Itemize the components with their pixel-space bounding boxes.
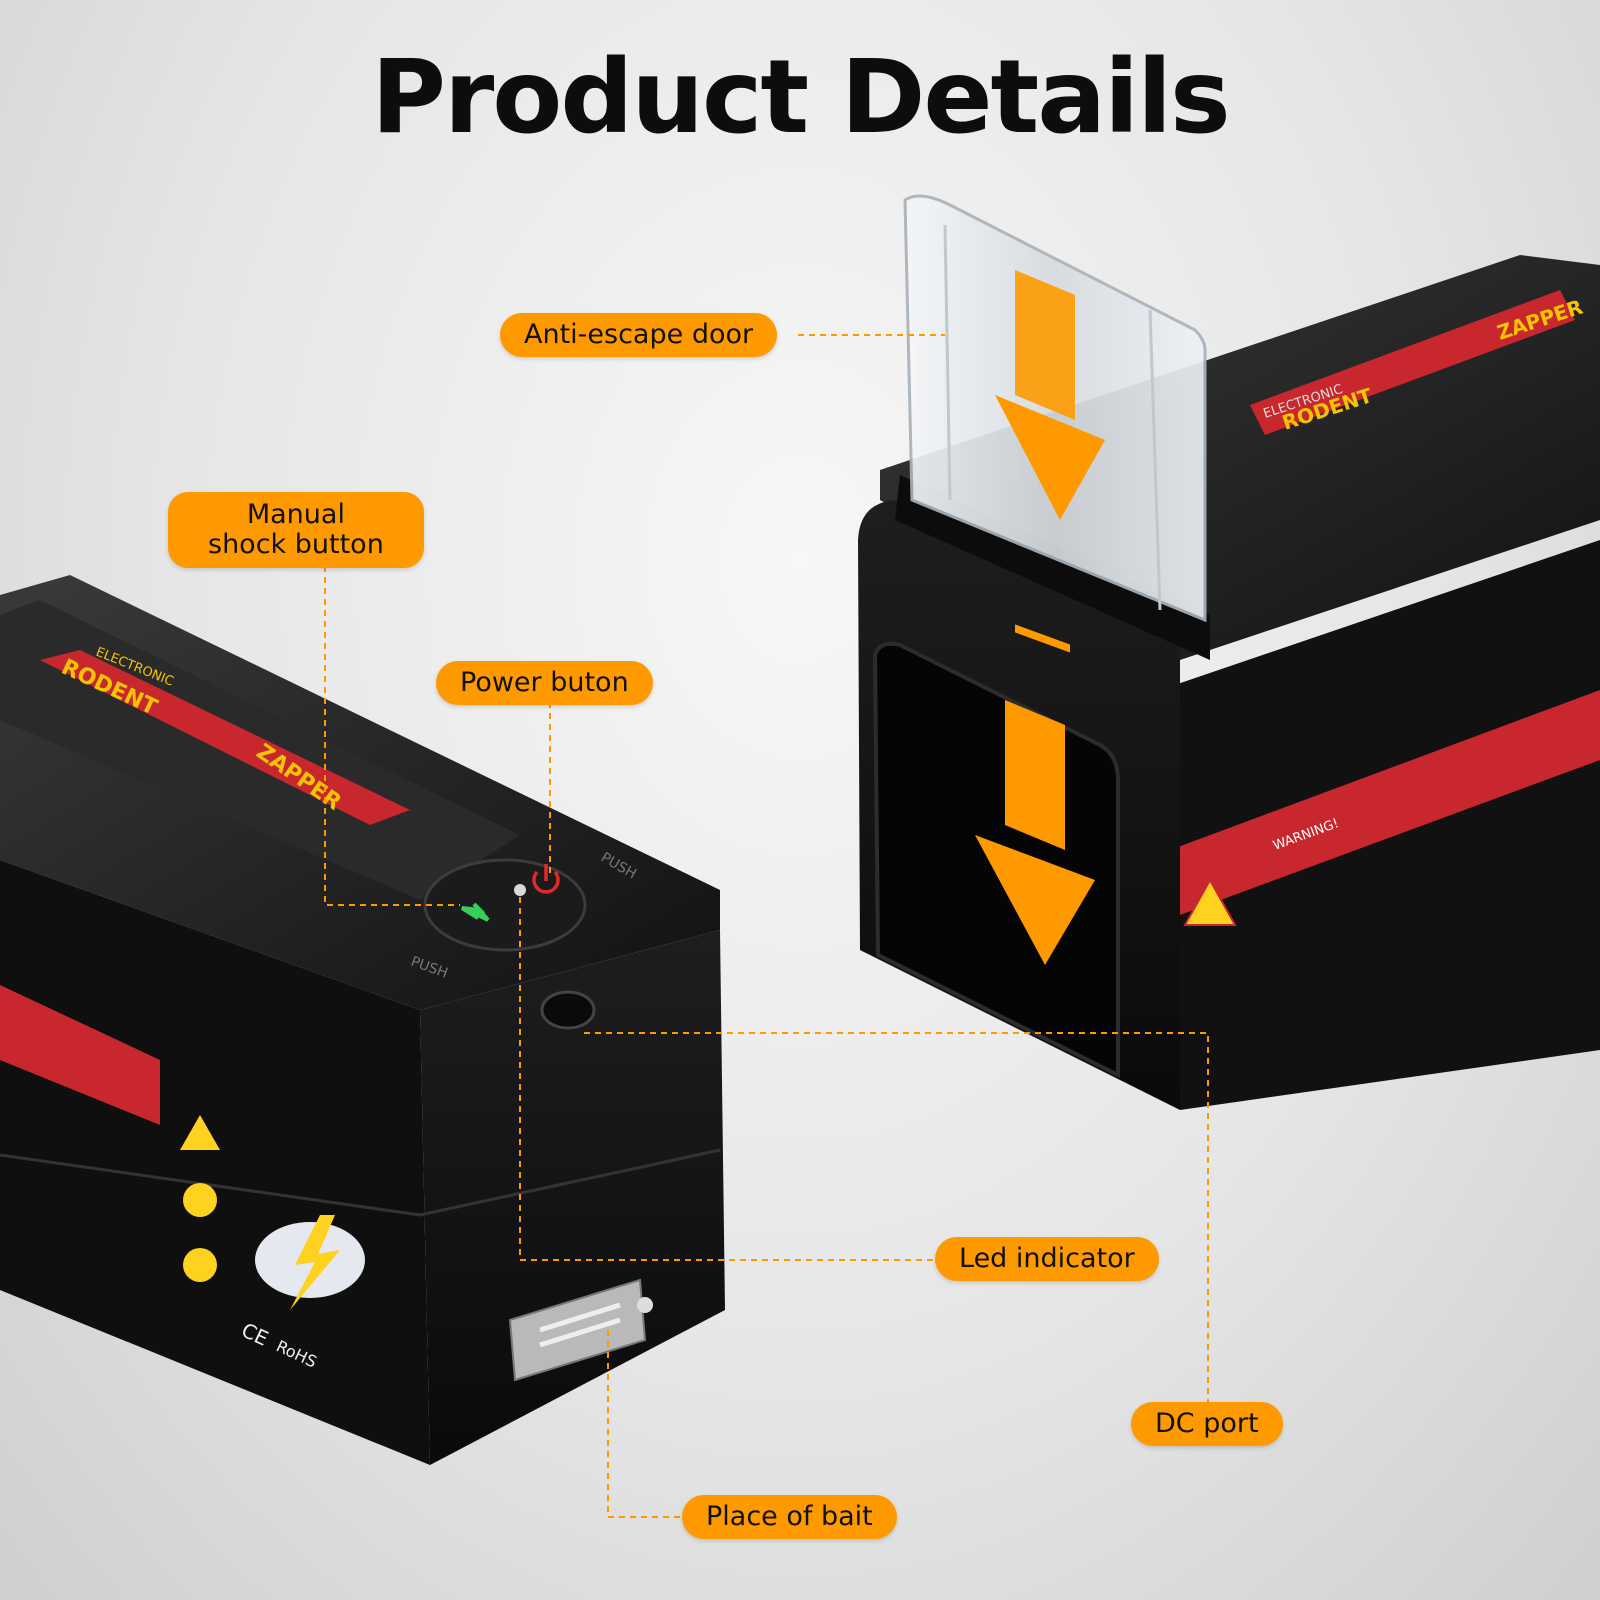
leader-led-indicator — [519, 893, 933, 1261]
keep-away-children-icon — [183, 1183, 217, 1217]
left-device: ELECTRONIC RODENT ZAPPER PUSH PUSH CE Ro… — [0, 575, 725, 1465]
door-down-arrow — [995, 270, 1105, 653]
dc-port-socket — [540, 990, 596, 1030]
callout-led-indicator: Led indicator — [935, 1237, 1159, 1281]
manual-shock-icon — [460, 902, 490, 922]
callout-manual-shock-line1: Manual — [246, 499, 345, 530]
keep-away-pets-icon — [183, 1248, 217, 1282]
leader-dc-port — [580, 1032, 1209, 1405]
entrance-down-arrow — [975, 700, 1095, 965]
led-indicator-light — [514, 884, 526, 896]
leader-lines — [324, 334, 1209, 1518]
rodent-zapper-label-top — [1250, 290, 1575, 435]
button-panel — [423, 858, 587, 952]
warning-triangle-icon — [1183, 877, 1237, 926]
bait-tray — [508, 1278, 653, 1382]
leader-place-of-bait — [607, 1330, 680, 1518]
rodent-zapper-label — [40, 650, 410, 825]
callout-manual-shock-button: Manual shock button — [168, 492, 424, 568]
leader-manual-shock — [324, 566, 460, 906]
danger-high-voltage-icon — [180, 1115, 220, 1150]
mouse-lightning-graphic — [255, 1215, 365, 1310]
callout-dc-port: DC port — [1131, 1402, 1283, 1446]
page-title: Product Details — [371, 38, 1231, 157]
right-device: ELECTRONIC RODENT ZAPPER WARNING! — [858, 194, 1600, 1110]
power-button-icon — [532, 864, 560, 894]
callout-anti-escape-door: Anti-escape door — [500, 313, 778, 357]
callout-place-of-bait: Place of bait — [682, 1495, 897, 1539]
callout-power-button: Power buton — [436, 661, 653, 705]
callout-manual-shock-line2: shock button — [208, 529, 384, 560]
